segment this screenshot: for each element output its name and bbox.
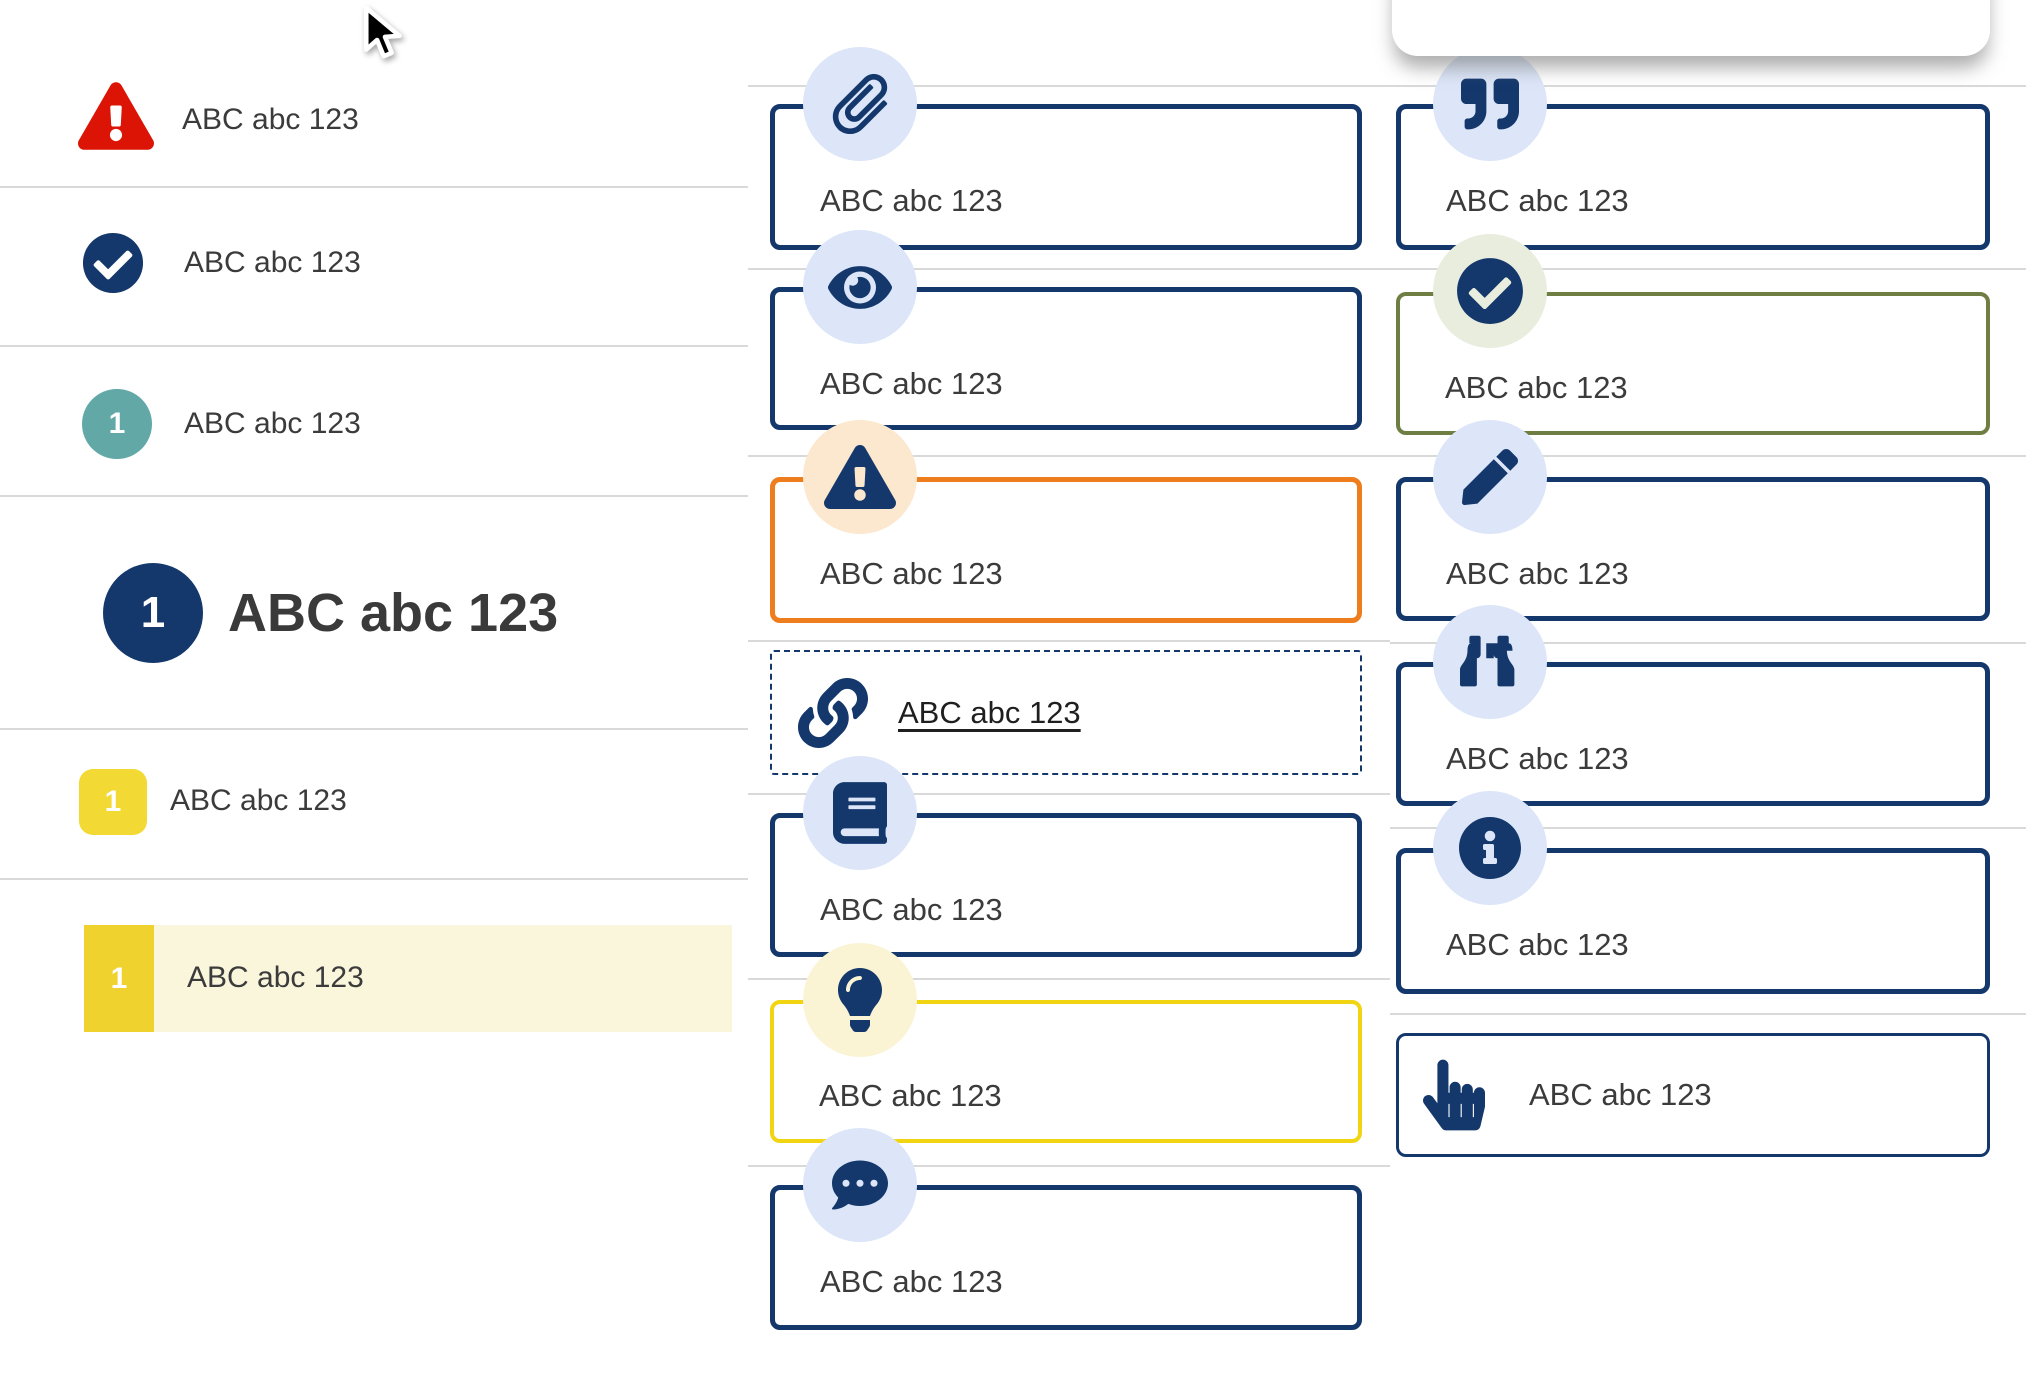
list-item-label: ABC abc 123: [184, 246, 361, 279]
teal-number-badge: 1: [82, 389, 152, 459]
card-label: ABC abc 123: [819, 1078, 1002, 1113]
callout-card-quote: ABC abc 123: [1396, 104, 1990, 250]
divider: [0, 186, 748, 188]
divider: [748, 640, 1390, 642]
check-circle-icon: [82, 232, 144, 294]
divider: [0, 728, 748, 730]
divider: [0, 345, 748, 347]
callout-card-reference: ABC abc 123: [770, 813, 1362, 957]
yellow-number-badge: 1: [84, 925, 154, 1032]
divider: [0, 878, 748, 880]
callout-card-comment: ABC abc 123: [770, 1185, 1362, 1330]
list-item-label: ABC abc 123: [184, 407, 361, 440]
alert-triangle-icon: [78, 82, 154, 150]
mouse-cursor-icon: [363, 5, 402, 59]
divider: [748, 268, 2026, 270]
lightbulb-icon: [803, 943, 917, 1057]
card-label: ABC abc 123: [1446, 556, 1629, 591]
book-icon: [803, 756, 917, 870]
divider: [748, 793, 1390, 795]
paperclip-icon: [803, 47, 917, 161]
check-circle-icon: [1433, 234, 1547, 348]
card-label: ABC abc 123: [820, 556, 1003, 591]
pencil-icon: [1433, 420, 1547, 534]
link-icon: [798, 677, 868, 748]
page-title: ABC abc 123: [228, 583, 559, 643]
list-item-label: ABC abc 123: [187, 961, 364, 994]
divider: [748, 1165, 1390, 1167]
callout-card-link: ABC abc 123: [770, 650, 1362, 775]
card-label: ABC abc 123: [820, 366, 1003, 401]
divider: [748, 978, 1390, 980]
list-item-label: ABC abc 123: [170, 784, 347, 817]
card-label: ABC abc 123: [1529, 1077, 1712, 1112]
divider: [748, 85, 2026, 87]
binoculars-icon: [1433, 605, 1547, 719]
action-card[interactable]: ABC abc 123: [1396, 1033, 1990, 1157]
card-label: ABC abc 123: [820, 183, 1003, 218]
card-label: ABC abc 123: [1445, 370, 1628, 405]
list-item-label: ABC abc 123: [182, 103, 359, 136]
scrolled-card: [1392, 0, 1990, 56]
inline-link[interactable]: ABC abc 123: [898, 694, 1081, 730]
divider: [1390, 1013, 2026, 1015]
divider: [1390, 827, 2026, 829]
card-label: ABC abc 123: [820, 892, 1003, 927]
info-icon: [1433, 791, 1547, 905]
navy-number-badge: 1: [103, 563, 203, 663]
card-label: ABC abc 123: [820, 1264, 1003, 1299]
yellow-number-badge: 1: [79, 769, 147, 835]
chat-dots-icon: [803, 1128, 917, 1242]
alert-triangle-icon: [803, 420, 917, 534]
callout-card-edit: ABC abc 123: [1396, 477, 1990, 621]
card-label: ABC abc 123: [1446, 741, 1629, 776]
eye-icon: [803, 230, 917, 344]
card-label: ABC abc 123: [1446, 183, 1629, 218]
card-label: ABC abc 123: [1446, 927, 1629, 962]
divider: [0, 495, 748, 497]
list-item-selected[interactable]: 1 ABC abc 123: [84, 925, 732, 1032]
divider: [1390, 642, 2026, 644]
divider: [748, 455, 2026, 457]
quote-icon: [1433, 47, 1547, 161]
hand-pointer-icon: [1423, 1059, 1485, 1131]
